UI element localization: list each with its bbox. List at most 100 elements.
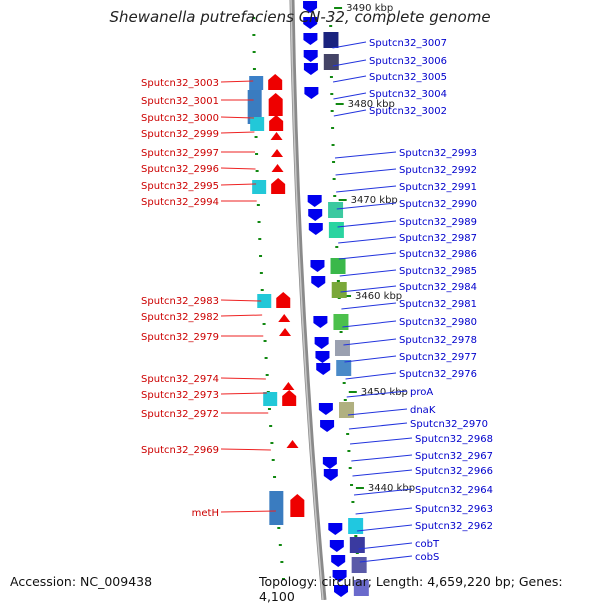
label-leader-right [343, 338, 397, 346]
label-leader-right [355, 507, 413, 515]
gene-feature-box [333, 314, 349, 330]
gene-feature-box [328, 222, 344, 238]
gene-label-right: Sputcn32_2978 [399, 335, 477, 346]
reverse-gene-arrow [303, 50, 318, 62]
label-leader-right [358, 542, 413, 550]
gene-feature-box [328, 202, 344, 218]
gene-feature-box [263, 392, 278, 406]
gene-feature-box [323, 32, 339, 48]
gene-label-left: Sputcn32_2979 [141, 332, 219, 343]
gene-label-right: Sputcn32_2990 [399, 199, 477, 210]
gene-label-right: Sputcn32_2970 [410, 419, 488, 430]
label-leader-right [342, 320, 397, 328]
gene-feature-box [257, 294, 272, 308]
gene-label-right: Sputcn32_2980 [399, 317, 477, 328]
gene-label-right: Sputcn32_2993 [399, 148, 477, 159]
gene-label-left: Sputcn32_2973 [141, 390, 219, 401]
label-leader-right [332, 75, 367, 83]
label-leader-right [348, 422, 408, 430]
reverse-gene-arrow [318, 403, 333, 415]
gene-label-right: dnaK [410, 405, 436, 416]
gene-label-right: Sputcn32_2964 [415, 485, 493, 496]
reverse-gene-arrow [331, 555, 346, 567]
gene-feature-box [250, 117, 265, 131]
label-leader-left [220, 299, 262, 302]
label-leader-left [220, 167, 256, 170]
gene-label-right: proA [410, 387, 433, 398]
gene-feature-box [249, 76, 264, 90]
label-leader-right [352, 469, 413, 477]
gene-feature-box [334, 340, 350, 356]
gene-label-left: Sputcn32_2996 [141, 164, 219, 175]
gene-label-right: Sputcn32_2981 [399, 299, 477, 310]
forward-gene-arrow [282, 390, 297, 406]
genome-backbone [289, 0, 327, 600]
gene-label-right: Sputcn32_2966 [415, 466, 493, 477]
reverse-gene-arrow [328, 523, 343, 535]
gene-label-right: Sputcn32_3005 [369, 72, 447, 83]
gene-label-left: Sputcn32_2969 [141, 445, 219, 456]
forward-gene-arrow [271, 149, 284, 157]
gene-label-right: Sputcn32_3002 [369, 106, 447, 117]
scale-tick-label: 3480 kbp [348, 99, 395, 110]
reverse-gene-arrow [303, 63, 318, 75]
forward-gene-arrow [268, 74, 283, 90]
gene-label-right: Sputcn32_2977 [399, 352, 477, 363]
label-leader-right [334, 151, 397, 159]
gene-feature-box [348, 518, 364, 534]
label-leader-left [220, 116, 255, 119]
reverse-gene-arrow [314, 337, 329, 349]
reverse-gene-arrow [307, 195, 322, 207]
scale-tick-label: 3450 kbp [361, 387, 408, 398]
label-leader-left [220, 131, 255, 134]
label-leader-right [338, 252, 397, 260]
gene-label-left: Sputcn32_2972 [141, 409, 219, 420]
gene-label-right: Sputcn32_2976 [399, 369, 477, 380]
gene-label-right: Sputcn32_2984 [399, 282, 477, 293]
reverse-gene-arrow [308, 223, 323, 235]
label-leader-left [220, 377, 266, 380]
label-leader-right [336, 202, 397, 210]
gene-label-left: Sputcn32_2983 [141, 296, 219, 307]
gene-label-right: Sputcn32_2991 [399, 182, 477, 193]
gene-label-right: cobT [415, 539, 440, 550]
label-leader-right [339, 269, 397, 277]
reverse-gene-arrow [303, 33, 318, 45]
forward-gene-arrow [282, 382, 295, 390]
forward-gene-arrow [271, 178, 286, 194]
label-leader-right [356, 524, 413, 532]
label-leader-left [220, 183, 257, 186]
label-leader-left [220, 80, 254, 83]
gene-label-left: Sputcn32_3000 [141, 113, 219, 124]
label-leader-right [351, 454, 413, 462]
reverse-gene-arrow [313, 316, 328, 328]
gene-label-right: Sputcn32_2986 [399, 249, 477, 260]
label-leader-right [353, 488, 413, 496]
gene-label-left: metH [192, 508, 219, 519]
gene-label-right: Sputcn32_3004 [369, 89, 447, 100]
gene-label-right: Sputcn32_2968 [415, 434, 493, 445]
gene-feature-box [330, 258, 346, 274]
forward-gene-arrow [276, 292, 291, 308]
reverse-gene-arrow [303, 17, 318, 29]
label-leader-right [332, 59, 367, 67]
reverse-gene-arrow [332, 570, 347, 582]
label-leader-right [359, 555, 413, 563]
gene-label-right: Sputcn32_2967 [415, 451, 493, 462]
gene-label-left: Sputcn32_2974 [141, 374, 219, 385]
gene-feature-box [336, 360, 352, 376]
gene-feature-box [339, 402, 355, 418]
gene-feature-box [331, 282, 347, 298]
reverse-gene-arrow [311, 276, 326, 288]
page-title: Shewanella putrefaciens CN-32, complete … [109, 8, 491, 26]
reverse-gene-arrow [315, 351, 330, 363]
gene-label-left: Sputcn32_3001 [141, 96, 219, 107]
gene-label-right: cobS [415, 552, 439, 563]
scale-tick-label: 3460 kbp [355, 291, 402, 302]
reverse-gene-arrow [334, 585, 349, 597]
label-leader-right [333, 109, 367, 117]
reverse-gene-arrow [320, 420, 335, 432]
gene-label-left: Sputcn32_2995 [141, 181, 219, 192]
label-leader-right [333, 92, 367, 100]
forward-gene-arrow [286, 440, 299, 448]
